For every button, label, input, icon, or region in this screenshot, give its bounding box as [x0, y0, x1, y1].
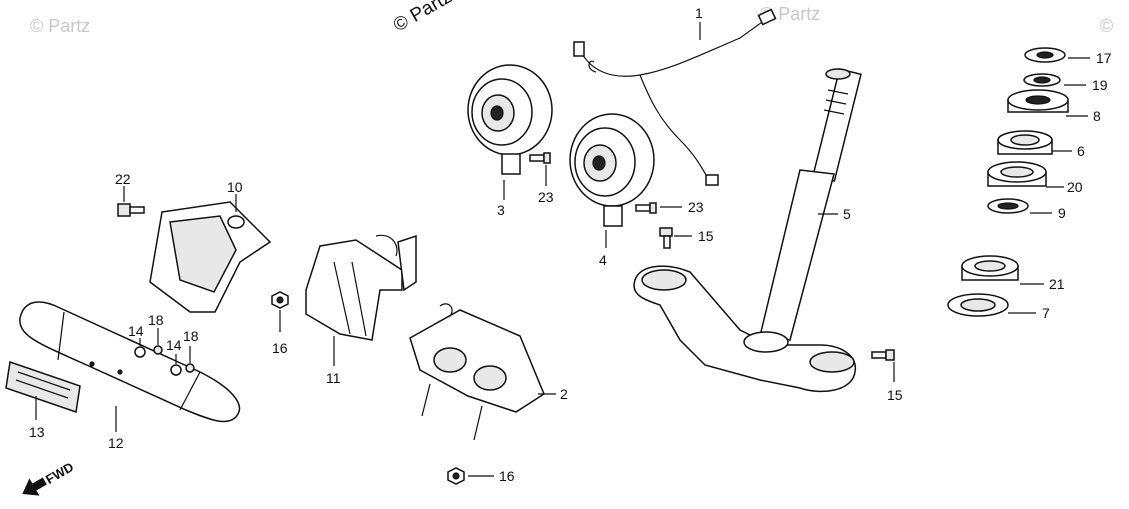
callout-5: 5 [843, 206, 851, 222]
callout-8: 8 [1093, 108, 1101, 124]
callout-22: 22 [115, 171, 131, 187]
watermark-edge: © [1100, 16, 1113, 36]
wire-harness [573, 8, 777, 186]
callout-10: 10 [227, 179, 243, 195]
nut-8 [1007, 89, 1069, 113]
callout-9: 9 [1058, 205, 1066, 221]
callout-21: 21 [1049, 276, 1065, 292]
emblem-13 [5, 360, 81, 414]
callout-17: 17 [1096, 50, 1112, 66]
washer-19 [1023, 73, 1061, 87]
callout-16-bottom: 16 [499, 468, 515, 484]
mount-panel-2 [409, 303, 545, 441]
fwd-label: FWD [43, 459, 76, 487]
callout-15-upper: 15 [698, 228, 714, 244]
headlight-case-12 [19, 301, 241, 423]
callout-14-a: 14 [128, 323, 144, 339]
callout-1: 1 [695, 5, 703, 21]
callout-7: 7 [1042, 305, 1050, 321]
callout-23-upper: 23 [538, 189, 554, 205]
bearing-20 [987, 161, 1047, 187]
steering-stem [633, 68, 862, 393]
callout-15-lower: 15 [887, 387, 903, 403]
grommet-18-b [185, 363, 195, 373]
callout-3: 3 [497, 202, 505, 218]
nut-16-left [271, 291, 289, 309]
callout-16-left: 16 [272, 340, 288, 356]
callout-6: 6 [1077, 143, 1085, 159]
screw-23-upper [529, 152, 551, 164]
race-6 [997, 130, 1053, 155]
grommet-18-a [153, 345, 163, 355]
callout-13: 13 [29, 424, 45, 440]
callout-20: 20 [1067, 179, 1083, 195]
callout-23-lower: 23 [688, 199, 704, 215]
grommet-14-a [134, 346, 146, 358]
callout-2: 2 [560, 386, 568, 402]
fwd-arrow: FWD [22, 459, 76, 496]
watermark-left: © Partz [30, 16, 90, 36]
callout-18-b: 18 [183, 328, 199, 344]
callout-12: 12 [108, 435, 124, 451]
bearing-7 [947, 293, 1009, 317]
cover-10 [149, 201, 272, 313]
callout-18-a: 18 [148, 312, 164, 328]
watermark-center: © Partz [390, 0, 456, 36]
callout-19: 19 [1092, 77, 1108, 93]
seal-9 [987, 198, 1029, 214]
callout-4: 4 [599, 252, 607, 268]
nut-16-bottom [447, 467, 465, 485]
screw-23-lower [635, 202, 657, 214]
bolt-15-upper [659, 227, 673, 249]
grommet-14-b [170, 364, 182, 376]
callout-14-b: 14 [166, 337, 182, 353]
bolt-15-lower [871, 349, 895, 361]
horn-left [467, 64, 553, 175]
bracket-11 [305, 234, 417, 341]
callout-11: 11 [326, 370, 341, 386]
horn-right [569, 113, 655, 227]
bolt-22 [117, 203, 145, 217]
nut-17 [1024, 47, 1066, 63]
race-21 [961, 255, 1019, 281]
